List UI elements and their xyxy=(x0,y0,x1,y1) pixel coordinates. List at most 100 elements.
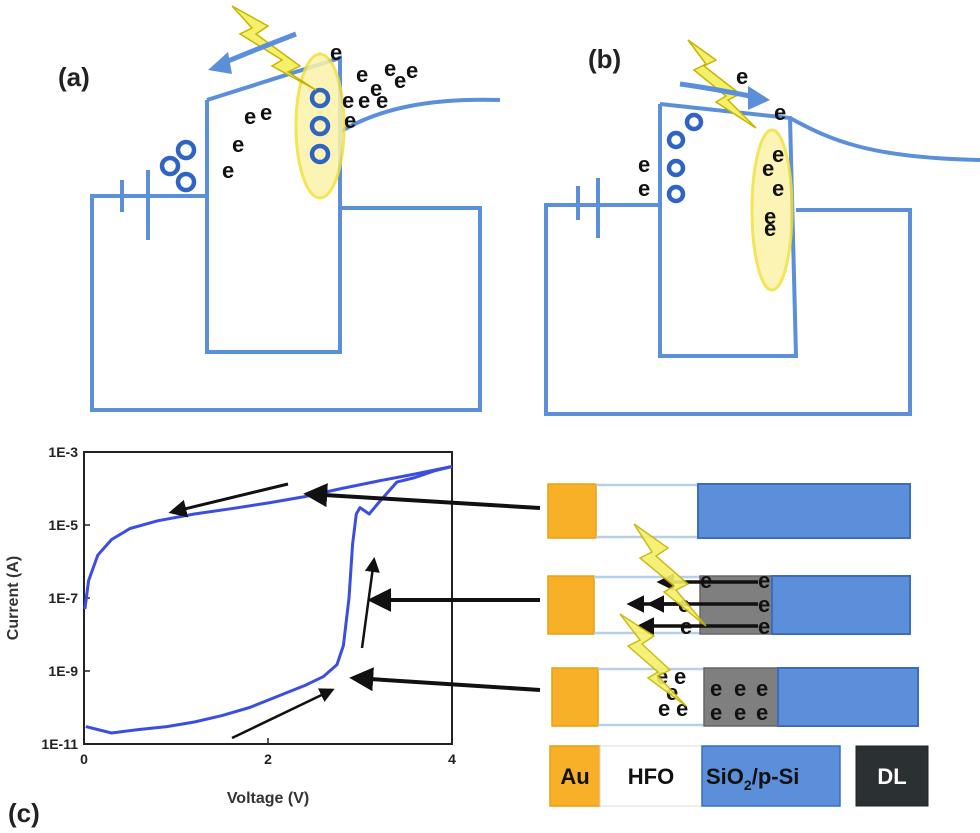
electron-a-12: e xyxy=(358,88,370,113)
au-electrode-bottom xyxy=(551,667,599,727)
electron-b-9: e xyxy=(764,216,776,241)
lightning-icon-b xyxy=(687,39,757,129)
x-tick-label: 4 xyxy=(448,751,456,767)
pointer-arrow-bottom xyxy=(349,667,541,692)
electron-a-11: e xyxy=(342,88,354,113)
electron-a-13: e xyxy=(376,88,388,113)
electron-a-8: e xyxy=(406,58,418,83)
au-electrode-top xyxy=(547,483,597,539)
sweep-arrow-reverse xyxy=(168,482,289,518)
panel-a: (a) e e e e e xyxy=(58,5,501,412)
hole-group-a-left xyxy=(159,139,197,193)
sweep-arrow-forward xyxy=(231,688,335,740)
dl-layer-bottom xyxy=(703,667,779,727)
device-stack-top xyxy=(547,483,911,539)
conduction-band-b xyxy=(789,116,980,162)
y-tick-label: 1E-11 xyxy=(41,736,78,752)
svg-text:e: e xyxy=(756,700,768,725)
electron-a-5: e xyxy=(330,40,342,65)
iv-curve-forward xyxy=(85,465,453,735)
y-axis: 1E-11 1E-9 1E-7 1E-5 1E-3 xyxy=(41,444,90,752)
layer-legend: Au HFO SiO2/p-Si DL xyxy=(549,745,929,807)
pointer-arrow-top xyxy=(303,483,541,510)
svg-text:e: e xyxy=(710,676,722,701)
legend-hfo-label: HFO xyxy=(628,764,674,789)
panel-c: (c) 1E-11 1E-9 1E-7 1E-5 1E-3 0 2 4 Voltage (V… xyxy=(5,444,541,828)
electron-a-10: e xyxy=(394,68,406,93)
device-stack-middle: e e e e e e xyxy=(547,523,911,639)
y-tick-label: 1E-5 xyxy=(48,517,78,533)
electron-a-3: e xyxy=(244,104,256,129)
svg-text:e: e xyxy=(756,676,768,701)
electron-b-5: e xyxy=(772,142,784,167)
panel-b-label: (b) xyxy=(588,44,621,74)
circuit-wire-b xyxy=(544,203,912,416)
electron-a-2: e xyxy=(232,132,244,157)
trap-region-highlight-a xyxy=(294,52,346,200)
legend-sio2-label: SiO2/p-Si xyxy=(706,764,799,793)
lightning-icon-middle xyxy=(633,523,707,627)
legend-sio2-swatch xyxy=(701,745,841,807)
electron-group-a: e e e e e e e e e e e e e e xyxy=(222,40,418,183)
electron-a-4: e xyxy=(260,100,272,125)
y-axis-label: Current (A) xyxy=(5,556,22,640)
au-electrode-middle xyxy=(547,575,595,635)
electron-b-3: e xyxy=(638,152,650,177)
electron-flow-arrowhead-a xyxy=(208,52,232,74)
electron-a-9: e xyxy=(370,76,382,101)
svg-text:e: e xyxy=(758,592,770,617)
svg-text:e: e xyxy=(758,614,770,639)
device-stack-bottom: e e e e e e e e e e e xyxy=(551,613,919,727)
electron-b-6: e xyxy=(762,156,774,181)
y-tick-label: 1E-3 xyxy=(48,444,78,460)
sio2-layer-bottom xyxy=(777,667,919,727)
x-tick-label: 2 xyxy=(264,751,272,767)
lightning-icon-bottom xyxy=(619,613,687,707)
svg-text:e: e xyxy=(674,664,686,689)
x-tick-label: 0 xyxy=(80,751,88,767)
svg-text:e: e xyxy=(734,676,746,701)
electron-a-7: e xyxy=(384,56,396,81)
electron-flow-arrowhead-b xyxy=(748,86,770,110)
electron-b-2: e xyxy=(774,100,786,125)
legend-au-label: Au xyxy=(560,764,589,789)
panel-c-label: (c) xyxy=(8,798,40,828)
panel-b: (b) e e e e e e e e xyxy=(544,39,980,416)
barrier-band-b xyxy=(658,102,799,358)
svg-text:e: e xyxy=(758,568,770,593)
svg-text:e: e xyxy=(676,696,688,721)
sio2-layer-top xyxy=(697,483,911,539)
legend-hfo-swatch xyxy=(599,745,703,807)
y-tick-label: 1E-7 xyxy=(48,590,78,606)
svg-text:e: e xyxy=(658,696,670,721)
electron-b-8: e xyxy=(764,204,776,229)
lightning-icon-a xyxy=(231,5,317,91)
legend-dl-label: DL xyxy=(877,764,906,789)
electron-a-6: e xyxy=(356,62,368,87)
hole-group-b xyxy=(666,112,704,204)
hole-group-a-trap xyxy=(309,87,331,165)
conduction-band-a xyxy=(338,97,501,134)
svg-text:e: e xyxy=(700,568,712,593)
sio2-layer-middle xyxy=(771,575,911,635)
trap-region-highlight-b xyxy=(750,128,794,292)
x-axis-label: Voltage (V) xyxy=(227,790,309,807)
legend-dl-swatch xyxy=(855,745,929,807)
panel-a-label: (a) xyxy=(58,62,90,92)
svg-text:e: e xyxy=(734,700,746,725)
circuit-wire-a xyxy=(90,194,482,412)
x-axis: 0 2 4 xyxy=(80,738,456,767)
electron-a-14: e xyxy=(344,108,356,133)
y-tick-label: 1E-9 xyxy=(48,663,78,679)
electron-b-7: e xyxy=(772,176,784,201)
electron-a-1: e xyxy=(222,158,234,183)
series-layer xyxy=(83,465,453,735)
svg-text:e: e xyxy=(680,614,692,639)
electron-b-4: e xyxy=(638,176,650,201)
iv-curve-reverse xyxy=(83,465,453,610)
electron-group-b: e e e e e e e e e xyxy=(638,64,786,241)
electron-b-1: e xyxy=(736,64,748,89)
barrier-band-a xyxy=(205,55,342,354)
svg-text:e: e xyxy=(710,700,722,725)
